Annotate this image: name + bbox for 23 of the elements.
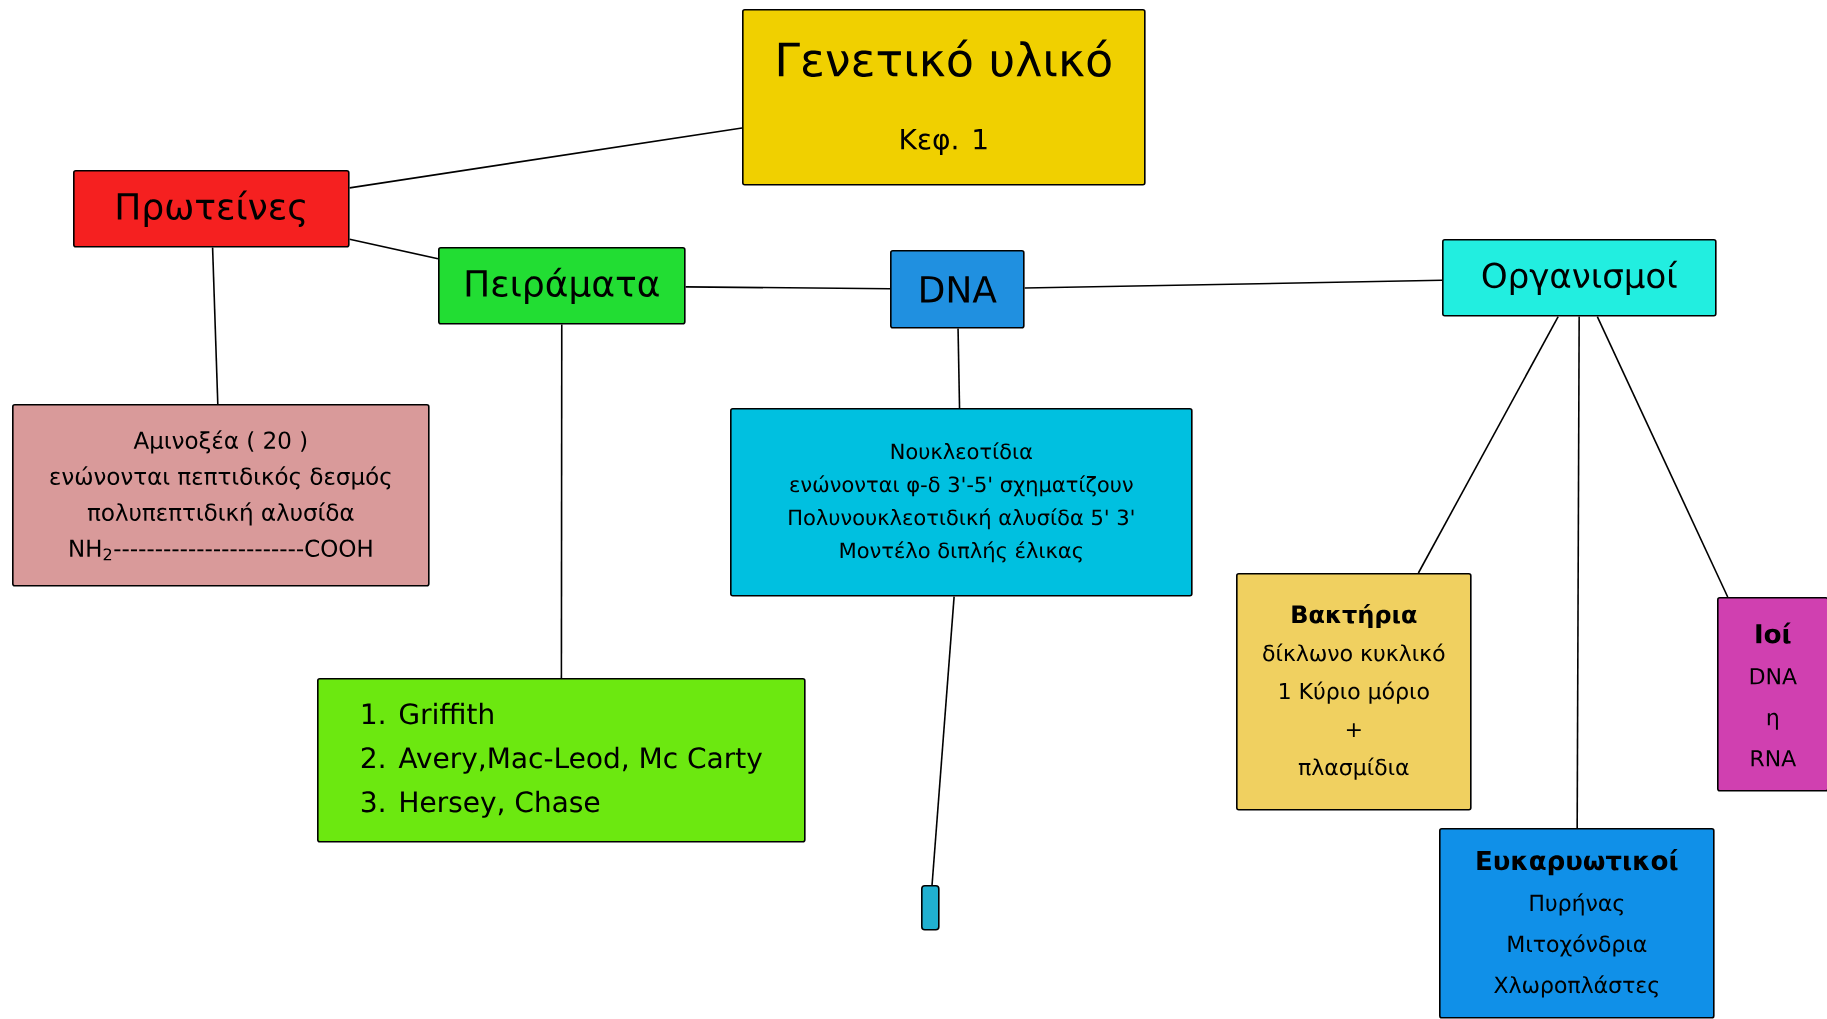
small-bar — [921, 885, 940, 931]
info-box: Ιοί DNA η RNA — [1717, 597, 1827, 792]
info-box: Αμινοξέα ( 20 ) ενώνονται πεπτιδικός δεσμός πολυπεπτιδική αλυσίδα NH$_{2}$-----------------------COOH — [12, 404, 430, 587]
connector-line — [957, 327, 961, 409]
concept-box: Πρωτείνες — [73, 170, 350, 248]
connector-line — [1023, 279, 1443, 289]
connector-line — [211, 246, 219, 405]
connector-line — [684, 286, 891, 290]
connector-line — [348, 238, 439, 260]
concept-box: Πειράματα — [438, 247, 686, 325]
connector-line — [1576, 315, 1580, 829]
connector-line — [931, 595, 955, 886]
connector-line — [1417, 315, 1559, 574]
concept-box: Οργανισμοί — [1442, 239, 1717, 317]
connector-line — [1596, 315, 1729, 598]
info-box: Νουκλεοτίδια ενώνονται φ-δ 3'-5' σχηματίζουν Πολυνουκλεοτιδική αλυσίδα 5' 3' Μοντέλο διπλής έλικας — [730, 408, 1193, 597]
title-box: Γενετικό υλικό Κεφ. 1 — [742, 9, 1146, 186]
info-box: Βακτήρια δίκλωνο κυκλικό 1 Κύριο μόριο + πλασμίδια — [1236, 573, 1472, 811]
connector-line — [348, 127, 743, 189]
info-box: Ευκαρυωτικοί Πυρήνας Μιτοχόνδρια Χλωροπλάστες — [1439, 828, 1715, 1019]
connector-line — [560, 323, 563, 679]
list-box: 1. Griffith 2. Avery,Mac-Leod, Mc Carty 3. Hersey, Chase — [317, 678, 806, 843]
concept-box: DNA — [890, 250, 1025, 329]
